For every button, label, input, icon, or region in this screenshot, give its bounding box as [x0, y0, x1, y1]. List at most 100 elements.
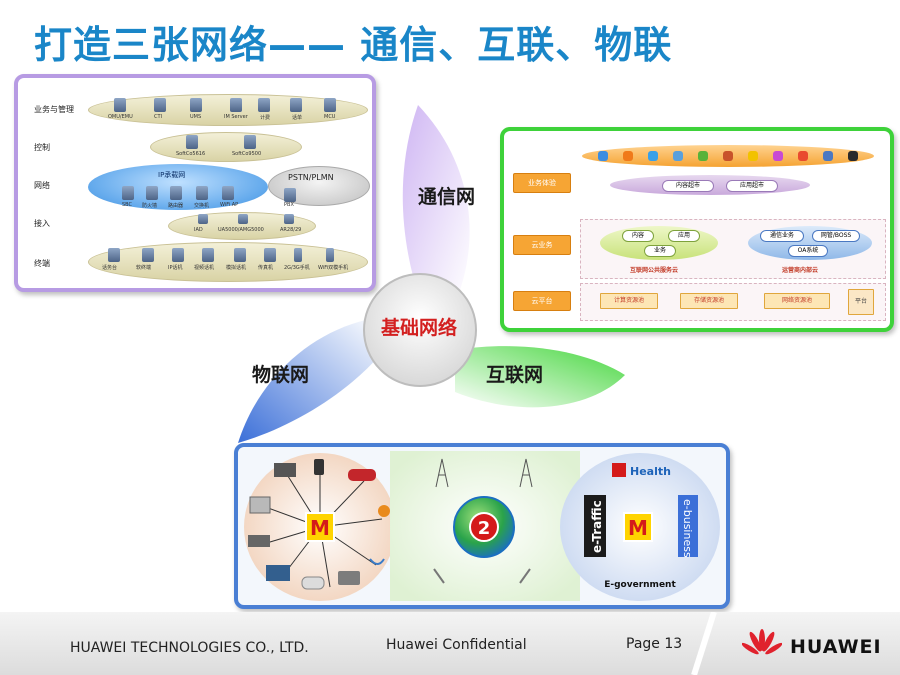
- center-label: 基础网络: [380, 317, 457, 339]
- m2m-hub-letter: M: [310, 516, 330, 540]
- iot-petal: [238, 318, 380, 443]
- service-app-icon: [623, 151, 633, 161]
- mobile-icon: [294, 248, 302, 262]
- row-label-access: 接入: [34, 219, 50, 228]
- eq-label: UMS: [190, 114, 202, 120]
- platform-side-box: 平台: [848, 289, 874, 315]
- telecom-petal: [402, 105, 470, 300]
- network-device-icon: [170, 186, 182, 200]
- eq-label: 计费: [260, 115, 271, 121]
- cloud-pill: 应用: [668, 230, 700, 242]
- footer-confidential: Huawei Confidential: [386, 637, 527, 653]
- cloud-pill: 业务: [644, 245, 676, 257]
- eq-label: 视频话机: [194, 265, 215, 271]
- server-icon: [230, 98, 242, 112]
- app-hub-box: [623, 512, 653, 542]
- terminal-icon: [142, 248, 154, 262]
- eq-label: MCU: [324, 114, 336, 120]
- tower-icon: [519, 458, 533, 488]
- cloud-pill: 通信业务: [760, 230, 804, 242]
- server-icon: [190, 98, 202, 112]
- m2m-hub-box: [305, 512, 335, 542]
- access-device-icon: [238, 214, 248, 224]
- eq-label: SoftCo9500: [232, 151, 262, 157]
- telecom-network-panel: 业务与管理 OMU/EMU CTI UMS IM Server 计费 话单 MC…: [14, 74, 376, 292]
- service-app-icon: [773, 151, 783, 161]
- cloud-pill: OA系统: [788, 245, 828, 257]
- control-band: [150, 132, 302, 162]
- eq-label: 模拟话机: [226, 265, 247, 271]
- eq-label: 路由器: [168, 203, 184, 209]
- eq-label: 传真机: [258, 265, 274, 271]
- frame-icon: [249, 496, 271, 514]
- eq-label: PBX: [284, 202, 294, 208]
- car-icon: [348, 469, 376, 481]
- service-app-icon: [723, 151, 733, 161]
- gamepad-icon: [301, 576, 325, 590]
- service-app-icon: [848, 151, 858, 161]
- eq-label: IAD: [194, 227, 203, 233]
- phone-icon: [202, 248, 214, 262]
- service-app-icon: [823, 151, 833, 161]
- eq-label: UA5000/AMG5000: [218, 227, 264, 233]
- eq-label: 话务台: [102, 265, 118, 271]
- operator-cloud-caption: 运营商内部云: [782, 267, 819, 274]
- phone-icon: [172, 248, 184, 262]
- stethoscope-icon: [369, 558, 385, 565]
- footer-bar: [0, 612, 900, 675]
- service-app-icon: [698, 151, 708, 161]
- pbx-icon: [284, 188, 296, 202]
- m2m-globe-badge: [469, 512, 499, 542]
- eq-label: SoftCo5616: [176, 151, 206, 157]
- footer-slash: [691, 612, 717, 675]
- cloud-pill: 网管/BOSS: [812, 230, 860, 242]
- huawei-logo-icon: [742, 629, 782, 655]
- service-app-icon: [598, 151, 608, 161]
- service-app-icon: [798, 151, 808, 161]
- row-label-experience: 业务体验: [513, 173, 571, 193]
- eq-label: IM Server: [224, 114, 248, 120]
- e-business-label: e-business: [681, 499, 694, 558]
- camera-icon: [338, 571, 360, 585]
- server-icon: [114, 98, 126, 112]
- compute-pool: 计算资源池: [600, 293, 658, 309]
- eq-label: 2G/3G手机: [284, 265, 310, 271]
- fax-icon: [264, 248, 276, 262]
- location-pin-icon: [378, 505, 390, 517]
- network-device-icon: [146, 186, 158, 200]
- eq-label: 话单: [292, 115, 303, 121]
- network-device-icon: [222, 186, 234, 200]
- m2m-badge-number: 2: [478, 518, 491, 539]
- softswitch-icon: [186, 135, 198, 149]
- iot-network-panel: M 2 Health e-Traffic e-business M E-gove…: [234, 443, 730, 609]
- service-app-icon: [748, 151, 758, 161]
- treadmill-icon: [248, 535, 270, 547]
- content-market-pill: 内容超市: [662, 180, 714, 192]
- e-traffic-label: e-Traffic: [590, 500, 604, 553]
- service-band: [88, 94, 368, 126]
- internet-network-panel: 业务体验 内容超市 应用超市 云业务 内容 应用 业务 互联网公共服务云 通信业…: [500, 127, 894, 332]
- sensor-icon: [519, 568, 531, 584]
- app-market-pill: 应用超市: [726, 180, 778, 192]
- terminal-band: [88, 242, 368, 282]
- access-device-icon: [284, 214, 294, 224]
- internet-petal-label: 互联网: [486, 364, 544, 386]
- cloud-pill: 内容: [622, 230, 654, 242]
- e-government-label: E-government: [604, 580, 676, 590]
- phone-icon: [314, 459, 324, 475]
- eq-label: WiFi双模手机: [318, 265, 349, 271]
- server-icon: [290, 98, 302, 112]
- e-business-tile: [678, 495, 698, 557]
- terminal-icon: [108, 248, 120, 262]
- server-icon: [324, 98, 336, 112]
- center-circle: [363, 273, 477, 387]
- row-label-service: 业务与管理: [34, 105, 74, 114]
- iot-petal-label: 物联网: [252, 364, 310, 386]
- softswitch-icon: [244, 135, 256, 149]
- tv-icon: [266, 565, 290, 581]
- footer-company: HUAWEI TECHNOLOGIES CO., LTD.: [70, 640, 309, 656]
- service-app-icon: [673, 151, 683, 161]
- footer-page-number: Page 13: [626, 636, 683, 652]
- health-logo-icon: [612, 463, 626, 477]
